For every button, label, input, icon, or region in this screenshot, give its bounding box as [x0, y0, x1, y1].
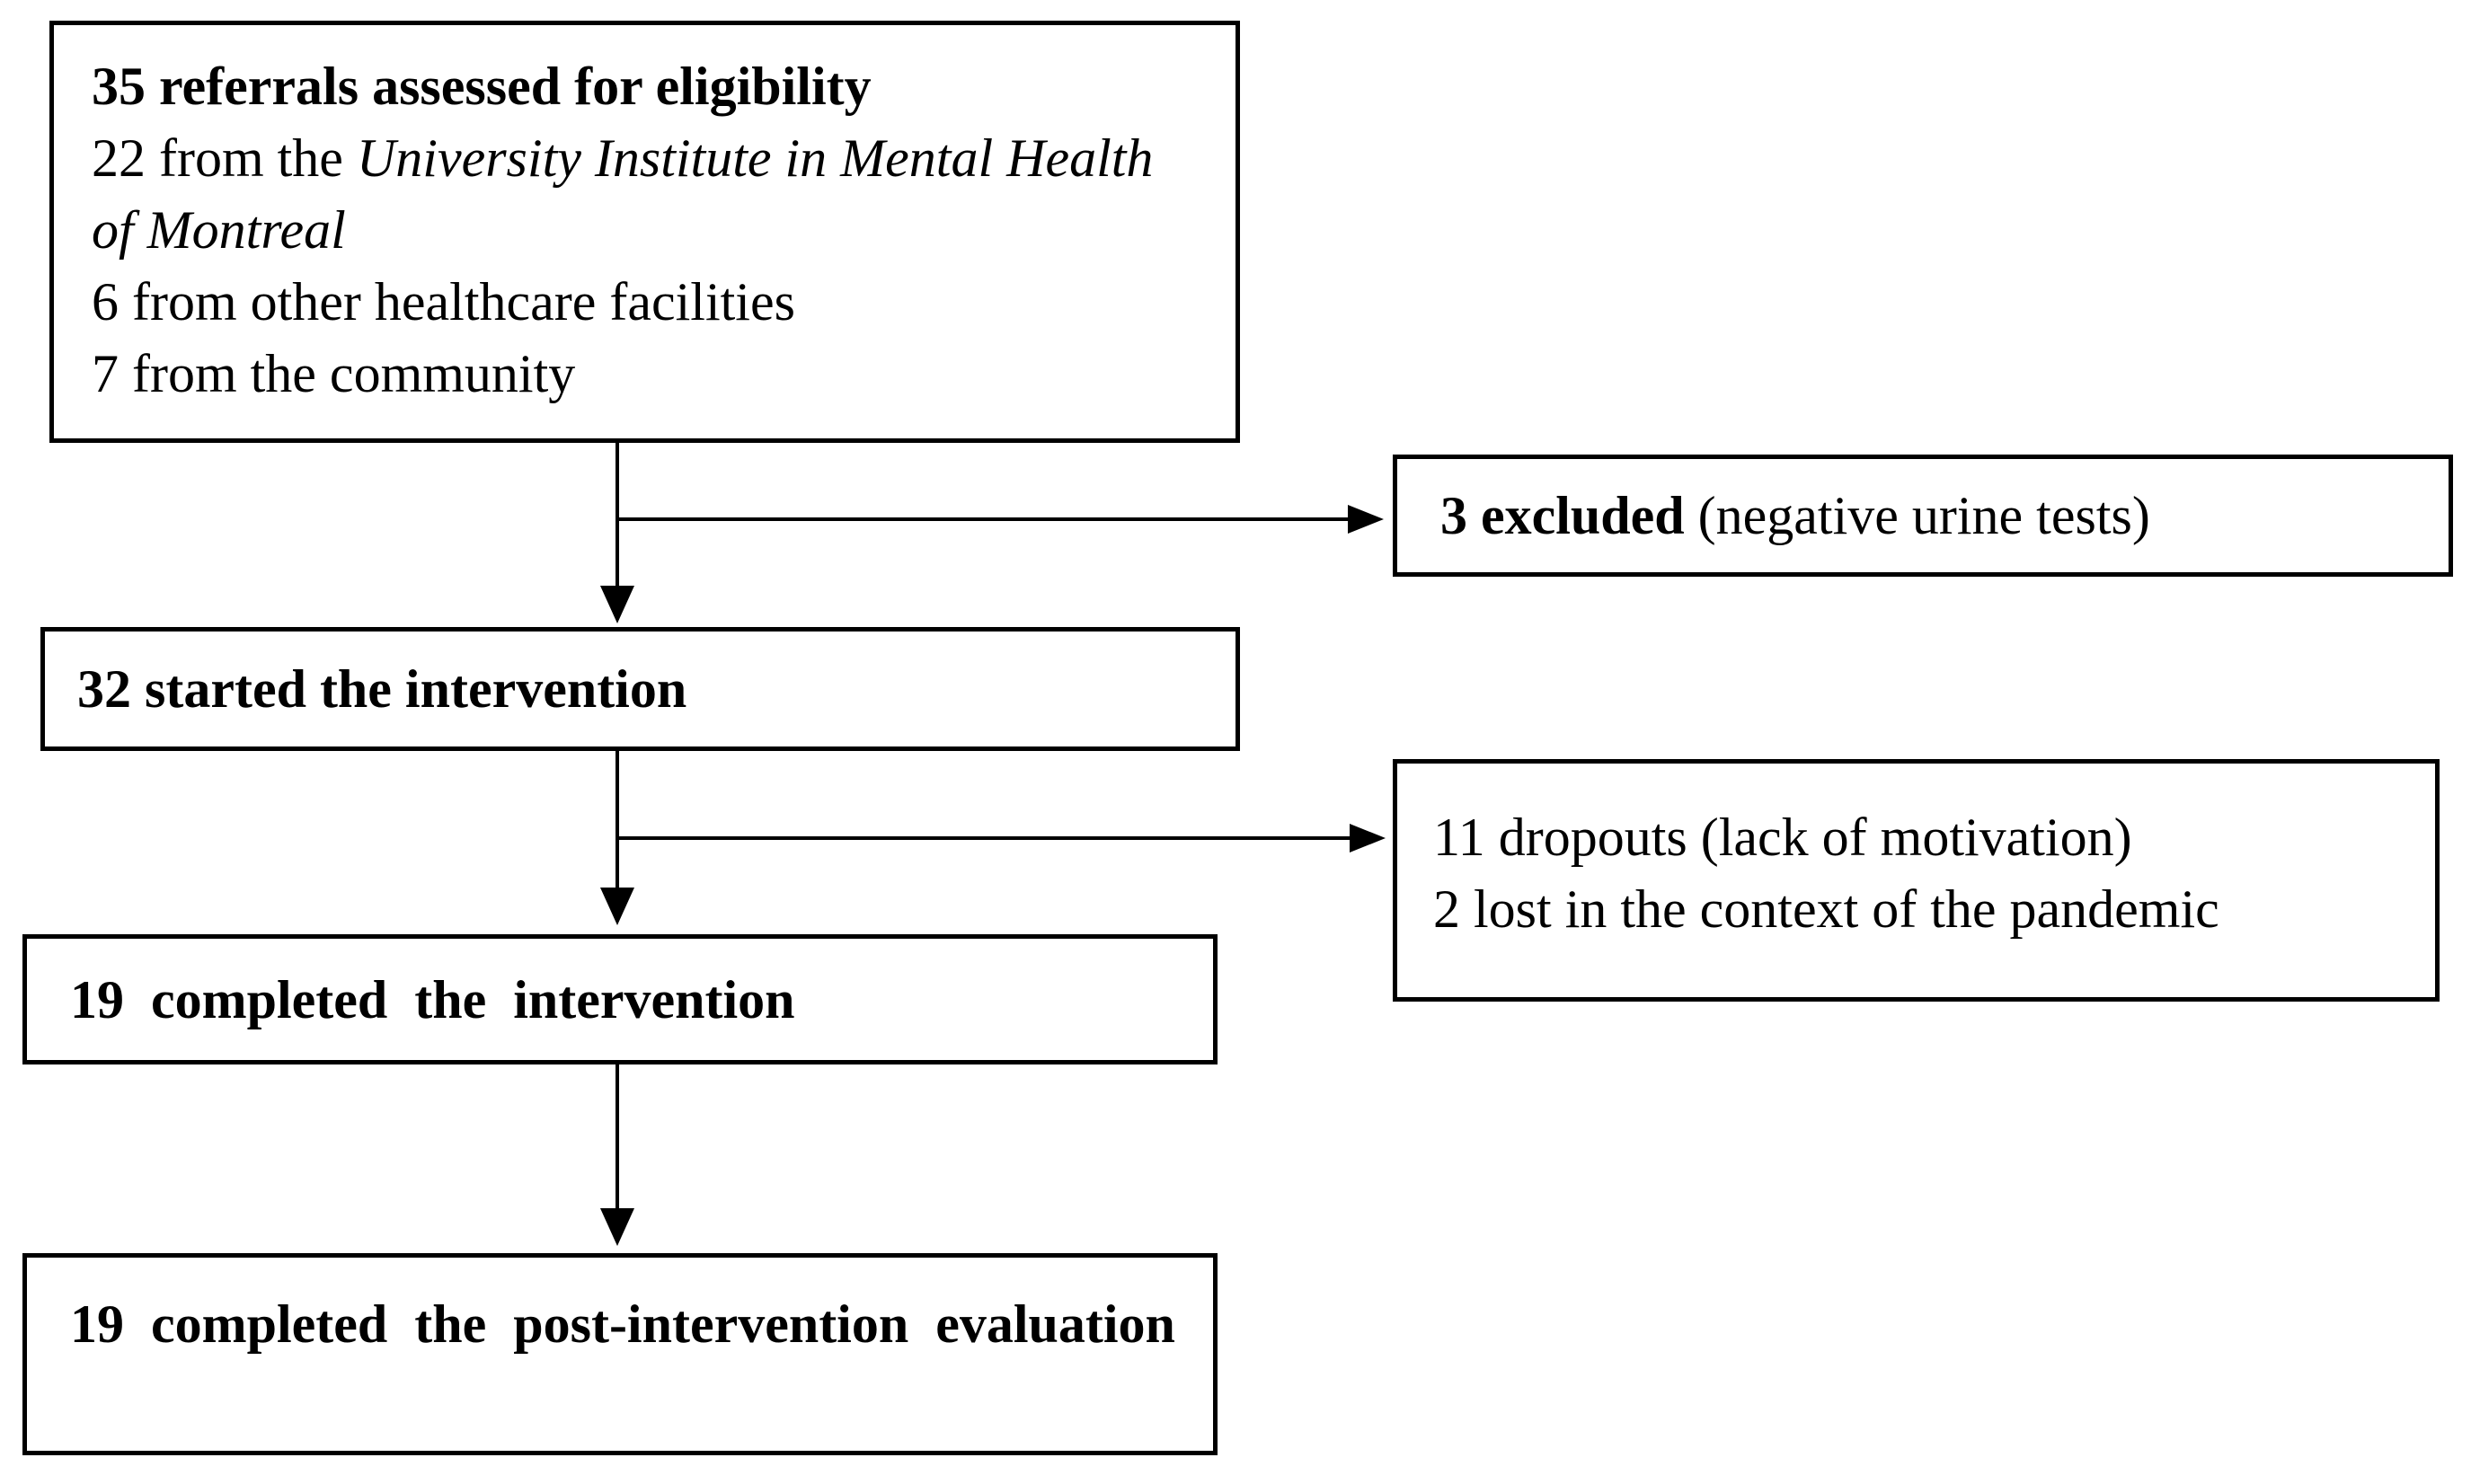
arrowhead-down-post-evaluation-icon	[600, 1208, 634, 1246]
excluded-box: 3 excluded (negative urine tests)	[1393, 455, 2453, 577]
excluded-text: 3 excluded (negative urine tests)	[1440, 480, 2150, 552]
eligibility-source-community: 7 from the community	[92, 344, 576, 403]
dropouts-line-pandemic: 2 lost in the context of the pandemic	[1433, 879, 2219, 939]
post-evaluation-title: 19 completed the post-intervention evalu…	[70, 1294, 1175, 1354]
connector-completed-to-post-evaluation	[616, 1064, 619, 1210]
connector-eligibility-to-started	[616, 443, 619, 589]
excluded-reason: (negative urine tests)	[1684, 486, 2150, 545]
eligibility-source-institute-prefix: 22 from the	[92, 128, 357, 188]
eligibility-box: 35 referrals assessed for eligibility 22…	[49, 21, 1240, 443]
arrowhead-right-dropouts-icon	[1350, 824, 1386, 852]
dropouts-line-motivation: 11 dropouts (lack of motivation)	[1433, 808, 2132, 867]
connector-started-to-completed	[616, 751, 619, 889]
eligibility-source-institute: 22 from the University Institute in Ment…	[92, 122, 1209, 266]
arrowhead-down-started-icon	[600, 586, 634, 623]
dropouts-box: 11 dropouts (lack of motivation) 2 lost …	[1393, 759, 2440, 1002]
arrowhead-down-completed-icon	[600, 888, 634, 925]
started-title: 32 started the intervention	[77, 659, 687, 719]
arrowhead-right-excluded-icon	[1348, 505, 1384, 534]
completed-title: 19 completed the intervention	[70, 969, 795, 1029]
eligibility-title: 35 referrals assessed for eligibility	[92, 57, 872, 116]
completed-box: 19 completed the intervention	[22, 934, 1218, 1064]
eligibility-source-institute-name: University Institute in Mental Health of…	[92, 128, 1154, 260]
post-evaluation-box: 19 completed the post-intervention evalu…	[22, 1253, 1218, 1455]
eligibility-source-healthcare: 6 from other healthcare facilities	[92, 272, 795, 331]
started-box: 32 started the intervention	[40, 627, 1240, 751]
connector-branch-to-dropouts	[617, 836, 1351, 840]
connector-branch-to-excluded	[617, 517, 1350, 521]
excluded-count: 3 excluded	[1440, 486, 1685, 545]
